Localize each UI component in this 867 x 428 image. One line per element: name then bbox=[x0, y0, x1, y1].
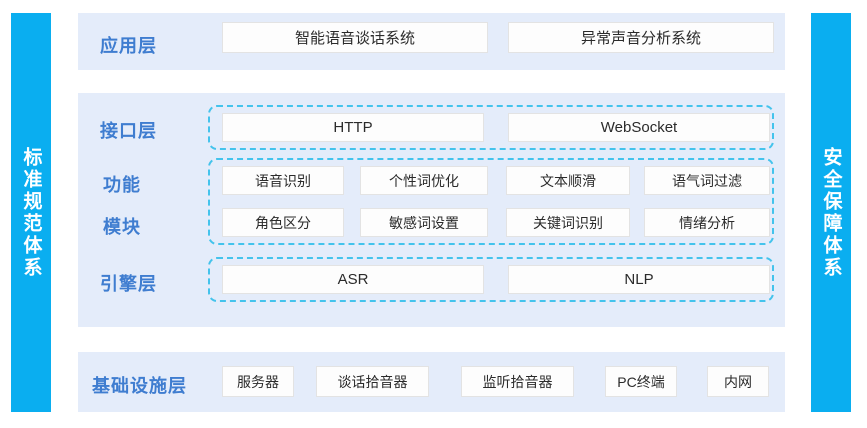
infrastructure-item-talk-microphone[interactable]: 谈话拾音器 bbox=[316, 366, 429, 397]
application-item-intelligent-voice-talk-system[interactable]: 智能语音谈话系统 bbox=[222, 22, 488, 53]
application-layer-label: 应用层 bbox=[100, 36, 157, 56]
right-side-bar-label: 安全保障体系 bbox=[820, 146, 842, 279]
function-item-role-differentiation[interactable]: 角色区分 bbox=[222, 208, 344, 237]
application-item-abnormal-sound-analysis-system[interactable]: 异常声音分析系统 bbox=[508, 22, 774, 53]
interface-item-http[interactable]: HTTP bbox=[222, 113, 484, 142]
function-module-label-line2: 模块 bbox=[103, 217, 141, 237]
right-side-bar-security-system: 安全保障体系 bbox=[811, 13, 851, 412]
function-item-emotion-analysis[interactable]: 情绪分析 bbox=[644, 208, 770, 237]
engine-item-asr[interactable]: ASR bbox=[222, 265, 484, 294]
engine-layer-group bbox=[208, 257, 774, 302]
function-item-personal-word-optimization[interactable]: 个性词优化 bbox=[360, 166, 488, 195]
engine-item-nlp[interactable]: NLP bbox=[508, 265, 770, 294]
interface-layer-label: 接口层 bbox=[100, 121, 157, 141]
infrastructure-item-server[interactable]: 服务器 bbox=[222, 366, 294, 397]
function-module-group bbox=[208, 158, 774, 245]
function-item-speech-recognition[interactable]: 语音识别 bbox=[222, 166, 344, 195]
left-side-bar-label: 标准规范体系 bbox=[20, 146, 42, 279]
infrastructure-item-intranet[interactable]: 内网 bbox=[707, 366, 769, 397]
infrastructure-item-pc-terminal[interactable]: PC终端 bbox=[605, 366, 677, 397]
left-side-bar-standard-system: 标准规范体系 bbox=[11, 13, 51, 412]
infrastructure-item-monitor-microphone[interactable]: 监听拾音器 bbox=[461, 366, 574, 397]
function-item-modal-particle-filter[interactable]: 语气词过滤 bbox=[644, 166, 770, 195]
interface-layer-group bbox=[208, 105, 774, 150]
function-item-text-smoothing[interactable]: 文本顺滑 bbox=[506, 166, 630, 195]
infrastructure-layer-label: 基础设施层 bbox=[92, 376, 187, 396]
function-item-sensitive-word-setting[interactable]: 敏感词设置 bbox=[360, 208, 488, 237]
function-module-label-line1: 功能 bbox=[103, 175, 141, 195]
interface-item-websocket[interactable]: WebSocket bbox=[508, 113, 770, 142]
function-item-keyword-recognition[interactable]: 关键词识别 bbox=[506, 208, 630, 237]
engine-layer-label: 引擎层 bbox=[100, 274, 157, 294]
